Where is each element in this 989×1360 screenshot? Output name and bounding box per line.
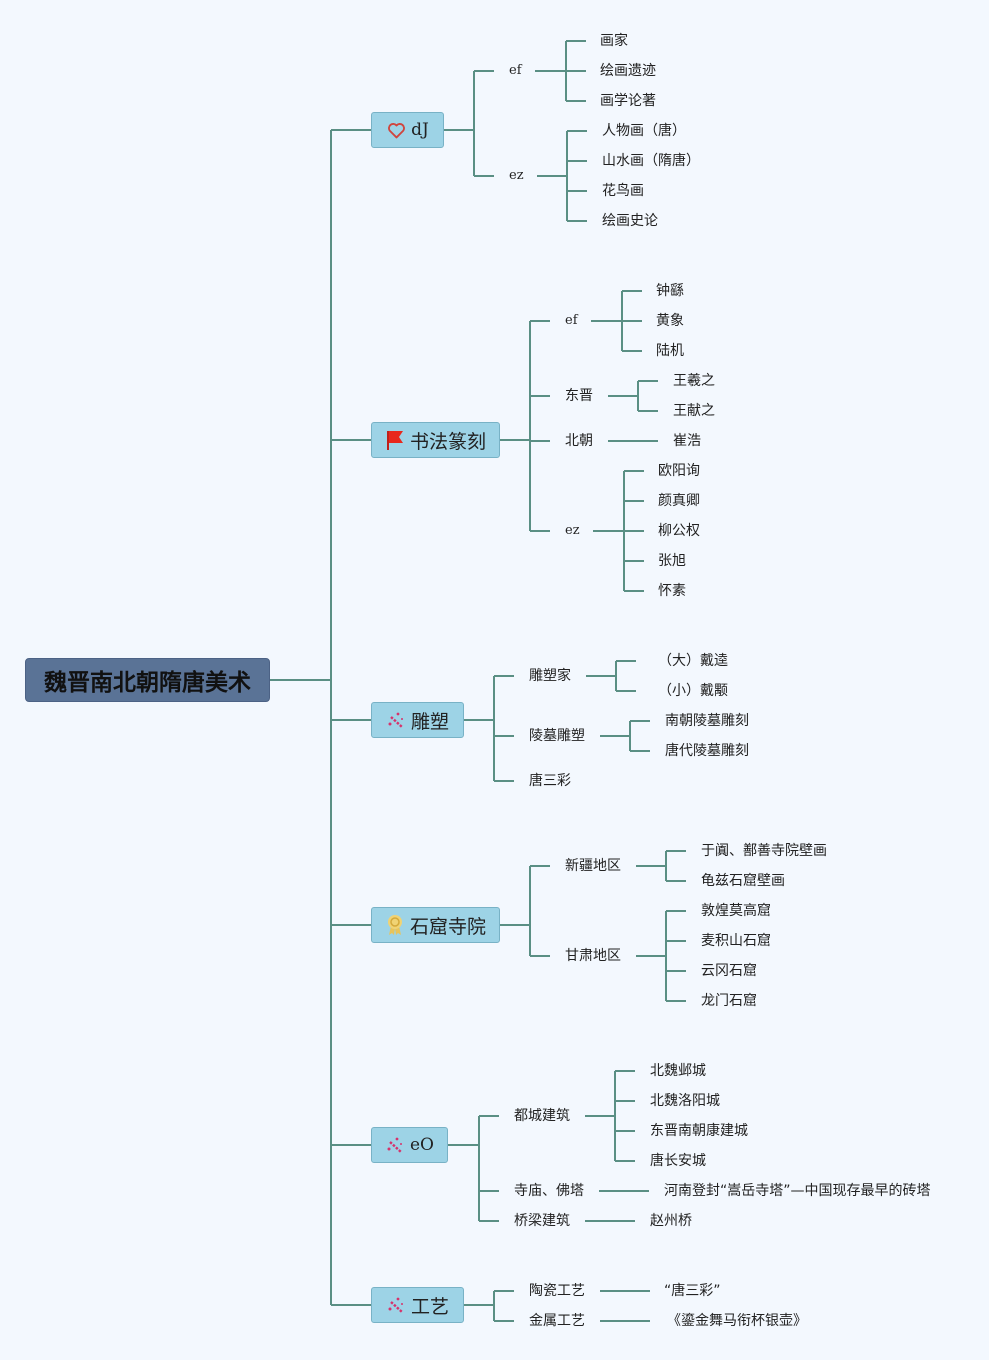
topic-label: eO	[410, 1135, 434, 1155]
leaf-item[interactable]: 北魏邺城	[650, 1063, 706, 1079]
leaf-item[interactable]: 赵州桥	[650, 1213, 692, 1229]
subtopic[interactable]: 甘肃地区	[565, 948, 621, 964]
subtopic[interactable]: 雕塑家	[529, 668, 571, 684]
leaf-item[interactable]: 张旭	[658, 553, 686, 569]
leaf-item[interactable]: 北魏洛阳城	[650, 1093, 720, 1109]
topic-painting[interactable]: dJ	[371, 112, 444, 148]
subtopic[interactable]: 唐三彩	[529, 773, 571, 789]
leaf-item[interactable]: 绘画史论	[602, 213, 658, 229]
leaf-item[interactable]: 于阗、鄯善寺院壁画	[701, 843, 827, 859]
topic-label: 书法篆刻	[409, 430, 486, 453]
leaf-item[interactable]: 颜真卿	[658, 493, 700, 509]
leaf-item[interactable]: 柳公权	[658, 523, 700, 539]
topic-label: 工艺	[410, 1295, 449, 1318]
root-topic-label: 魏晋南北朝隋唐美术	[44, 670, 251, 696]
leaf-item[interactable]: 唐长安城	[650, 1153, 706, 1169]
root-topic[interactable]: 魏晋南北朝隋唐美术	[25, 658, 270, 702]
leaf-item[interactable]: 怀素	[658, 583, 686, 599]
leaf-item[interactable]: （小）戴颙	[658, 683, 728, 699]
leaf-item[interactable]: 南朝陵墓雕刻	[665, 713, 749, 729]
subtopic[interactable]: 金属工艺	[529, 1313, 585, 1329]
subtopic[interactable]: ef	[509, 63, 522, 78]
magic-wand-icon	[386, 710, 406, 730]
award-icon	[385, 915, 405, 935]
leaf-item[interactable]: 唐代陵墓雕刻	[665, 743, 749, 759]
heart-icon	[386, 120, 406, 140]
topic-label: 雕塑	[410, 710, 449, 733]
leaf-item[interactable]: 花鸟画	[602, 183, 644, 199]
topic-calligraphy[interactable]: 书法篆刻	[371, 422, 500, 458]
leaf-item[interactable]: 黄象	[656, 313, 684, 329]
leaf-item[interactable]: （大）戴逵	[658, 653, 728, 669]
topic-architecture[interactable]: eO	[371, 1127, 448, 1163]
subtopic[interactable]: 新疆地区	[565, 858, 621, 874]
leaf-item[interactable]: 《鎏金舞马衔杯银壶》	[667, 1313, 807, 1329]
topic-label: dJ	[411, 120, 429, 140]
leaf-item[interactable]: 崔浩	[673, 433, 701, 449]
leaf-item[interactable]: 陆机	[656, 343, 684, 359]
leaf-item[interactable]: 人物画（唐）	[602, 123, 686, 139]
leaf-item[interactable]: 王羲之	[673, 373, 715, 389]
subtopic[interactable]: 陶瓷工艺	[529, 1283, 585, 1299]
subtopic[interactable]: ez	[565, 523, 580, 538]
subtopic[interactable]: 东晋	[565, 388, 593, 404]
leaf-item[interactable]: “唐三彩”	[664, 1283, 721, 1299]
topic-sculpture[interactable]: 雕塑	[371, 702, 464, 738]
leaf-item[interactable]: 画学论著	[600, 93, 656, 109]
leaf-item[interactable]: 龙门石窟	[701, 993, 757, 1009]
magic-wand-icon	[386, 1295, 406, 1315]
leaf-item[interactable]: 龟兹石窟壁画	[701, 873, 785, 889]
flag-icon	[385, 430, 405, 450]
subtopic[interactable]: 陵墓雕塑	[529, 728, 585, 744]
subtopic[interactable]: 都城建筑	[514, 1108, 570, 1124]
leaf-item[interactable]: 画家	[600, 33, 628, 49]
leaf-item[interactable]: 绘画遗迹	[600, 63, 656, 79]
magic-wand-icon	[385, 1135, 405, 1155]
subtopic[interactable]: 桥梁建筑	[514, 1213, 570, 1229]
leaf-item[interactable]: 麦积山石窟	[701, 933, 771, 949]
topic-crafts[interactable]: 工艺	[371, 1287, 464, 1323]
subtopic[interactable]: 北朝	[565, 433, 593, 449]
subtopic[interactable]: 寺庙、佛塔	[514, 1183, 584, 1199]
leaf-item[interactable]: 欧阳询	[658, 463, 700, 479]
leaf-item[interactable]: 钟繇	[656, 283, 684, 299]
leaf-item[interactable]: 东晋南朝康建城	[650, 1123, 748, 1139]
leaf-item[interactable]: 河南登封“嵩岳寺塔”—中国现存最早的砖塔	[664, 1183, 931, 1199]
leaf-item[interactable]: 王献之	[673, 403, 715, 419]
topic-label: 石窟寺院	[409, 915, 486, 938]
leaf-item[interactable]: 云冈石窟	[701, 963, 757, 979]
subtopic[interactable]: ez	[509, 168, 524, 183]
subtopic[interactable]: ef	[565, 313, 578, 328]
leaf-item[interactable]: 敦煌莫高窟	[701, 903, 771, 919]
leaf-item[interactable]: 山水画（隋唐）	[602, 153, 700, 169]
topic-grottoes[interactable]: 石窟寺院	[371, 907, 500, 943]
